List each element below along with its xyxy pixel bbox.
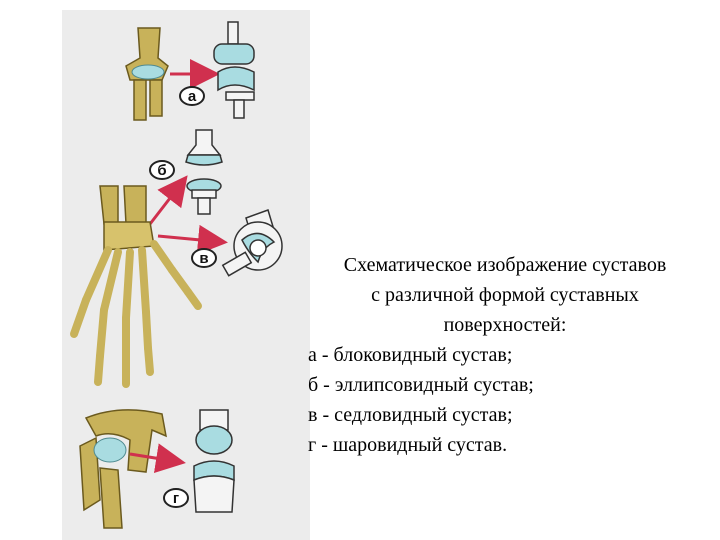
caption-title-line-1: Схематическое изображение суставов — [300, 250, 710, 280]
label-v: в — [199, 250, 208, 267]
label-g-badge: г — [164, 489, 188, 507]
label-a: а — [188, 88, 197, 105]
label-b: б — [157, 162, 166, 179]
label-a-badge: а — [180, 87, 204, 105]
caption-item-a: а - блоковидный сустав; — [300, 340, 710, 370]
caption: Схематическое изображение суставов с раз… — [300, 250, 710, 460]
caption-item-g: г - шаровидный сустав. — [300, 430, 710, 460]
caption-item-b: б - эллипсовидный сустав; — [300, 370, 710, 400]
caption-title-line-3: поверхностей: — [300, 310, 710, 340]
label-b-badge: б — [150, 161, 174, 179]
caption-item-v: в - седловидный сустав; — [300, 400, 710, 430]
label-v-badge: в — [192, 249, 216, 267]
shoulder-cartilage — [94, 438, 126, 462]
label-g: г — [173, 490, 179, 507]
elbow-cartilage — [132, 65, 164, 79]
caption-title-line-2: с различной формой суставных — [300, 280, 710, 310]
